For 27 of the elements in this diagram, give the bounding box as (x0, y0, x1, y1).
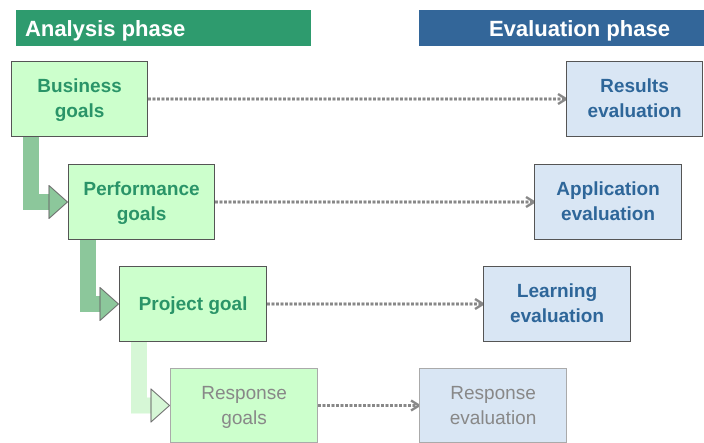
dotted-arrow (215, 196, 536, 208)
goal-box (11, 61, 148, 137)
phase-title: Analysis phase (25, 16, 186, 40)
goal-box (170, 368, 318, 443)
evaluation-box (566, 61, 703, 137)
phase-title: Evaluation phase (489, 16, 670, 40)
goal-box (68, 164, 215, 240)
box-label: Application evaluation (555, 178, 661, 227)
box-label: Learning evaluation (509, 280, 605, 329)
box-label: Response goals (200, 382, 288, 430)
evaluation-box (419, 368, 567, 443)
block-arrow (80, 240, 119, 321)
phase-header-band (16, 10, 311, 46)
dotted-arrow (267, 298, 484, 310)
block-arrow (131, 342, 170, 422)
phase-header-band (419, 10, 704, 46)
box-label: Business goals (36, 75, 123, 124)
evaluation-box (534, 164, 682, 240)
box-label: Performance goals (83, 178, 200, 227)
block-arrow (23, 137, 68, 219)
box-label: Project goal (138, 292, 248, 316)
dotted-arrow (318, 399, 420, 412)
box-label: Response evaluation (448, 382, 538, 430)
dotted-arrow (148, 92, 568, 106)
goal-box (119, 266, 267, 342)
evaluation-box (483, 266, 631, 342)
box-label: Results evaluation (586, 75, 682, 124)
